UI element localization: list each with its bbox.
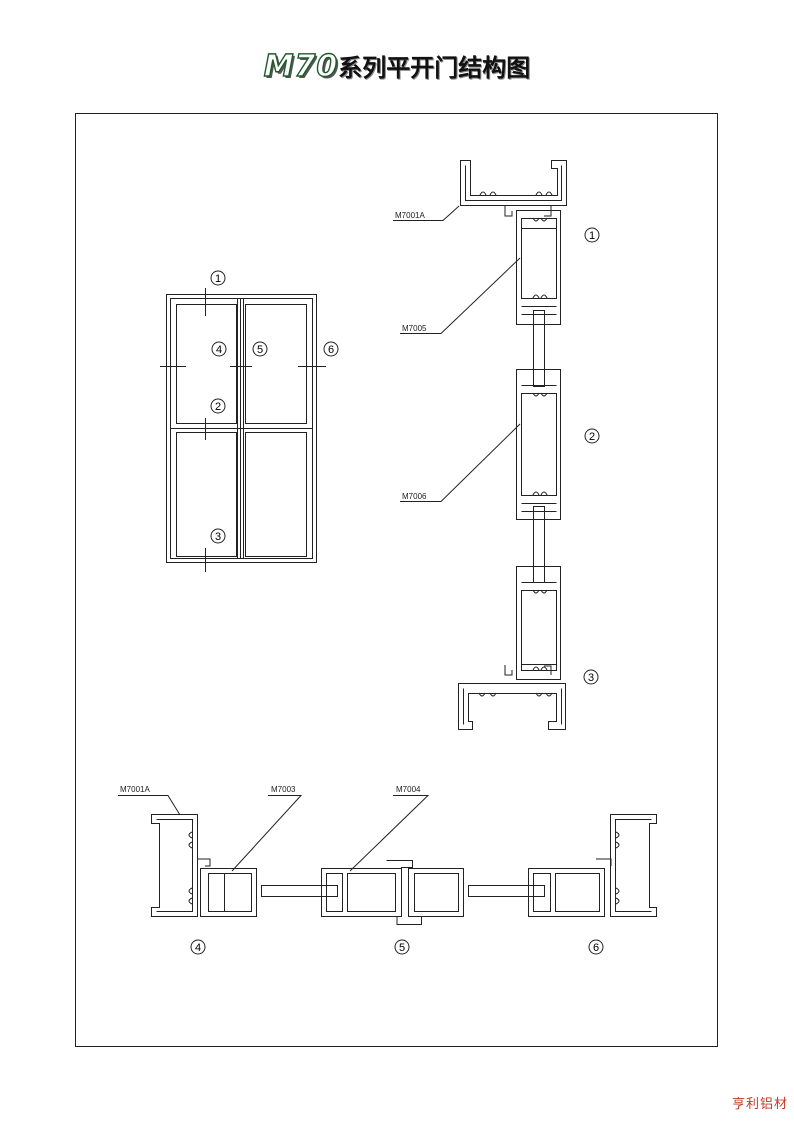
svg-text:5: 5 — [399, 942, 405, 954]
hsec-marker-5: 5 — [394, 939, 410, 955]
label-m7005: M7005 — [402, 324, 427, 333]
elev-marker-1: 1 — [210, 270, 226, 286]
hsec-marker-6: 6 — [588, 939, 604, 955]
svg-text:2: 2 — [215, 401, 221, 413]
svg-text:1: 1 — [215, 273, 221, 285]
horizontal-section-markers: 4 5 6 — [190, 939, 604, 955]
svg-text:2: 2 — [589, 431, 595, 443]
svg-text:4: 4 — [216, 344, 222, 356]
hsec-marker-4: 4 — [190, 939, 206, 955]
label-m7004: M7004 — [396, 785, 421, 794]
elev-marker-2: 2 — [210, 398, 226, 414]
vertical-section — [393, 160, 567, 730]
door-elevation — [160, 288, 326, 572]
svg-text:6: 6 — [328, 344, 334, 356]
elev-marker-6: 6 — [323, 341, 339, 357]
vsec-marker-3: 3 — [583, 669, 599, 685]
horizontal-section — [118, 795, 657, 925]
elevation-markers: 1 4 5 6 2 3 — [210, 270, 339, 544]
label-m7006: M7006 — [402, 492, 427, 501]
page-title: M70系列平开门结构图 — [0, 48, 794, 84]
vertical-section-markers: 1 2 3 — [583, 227, 600, 685]
elev-marker-3: 3 — [210, 528, 226, 544]
svg-text:4: 4 — [195, 942, 201, 954]
label-frame-top: M7001A — [395, 211, 425, 220]
label-m7003: M7003 — [271, 785, 296, 794]
sheet-border — [75, 113, 718, 1047]
svg-text:6: 6 — [593, 942, 599, 954]
watermark: 亨利铝材 — [731, 1097, 788, 1112]
elev-marker-4: 4 — [211, 341, 227, 357]
title-text: 系列平开门结构图 — [338, 54, 531, 82]
title-model: M70 — [263, 48, 339, 84]
elev-marker-5: 5 — [252, 341, 268, 357]
svg-text:3: 3 — [588, 672, 594, 684]
svg-text:5: 5 — [257, 344, 263, 356]
svg-text:1: 1 — [589, 230, 595, 242]
vertical-section-labels: M7001A M7005 M7006 — [395, 211, 427, 501]
horizontal-section-labels: M7001A M7003 M7004 — [120, 785, 421, 794]
svg-text:3: 3 — [215, 531, 221, 543]
label-frame-left: M7001A — [120, 785, 150, 794]
vsec-marker-2: 2 — [584, 428, 600, 444]
vsec-marker-1: 1 — [584, 227, 600, 243]
